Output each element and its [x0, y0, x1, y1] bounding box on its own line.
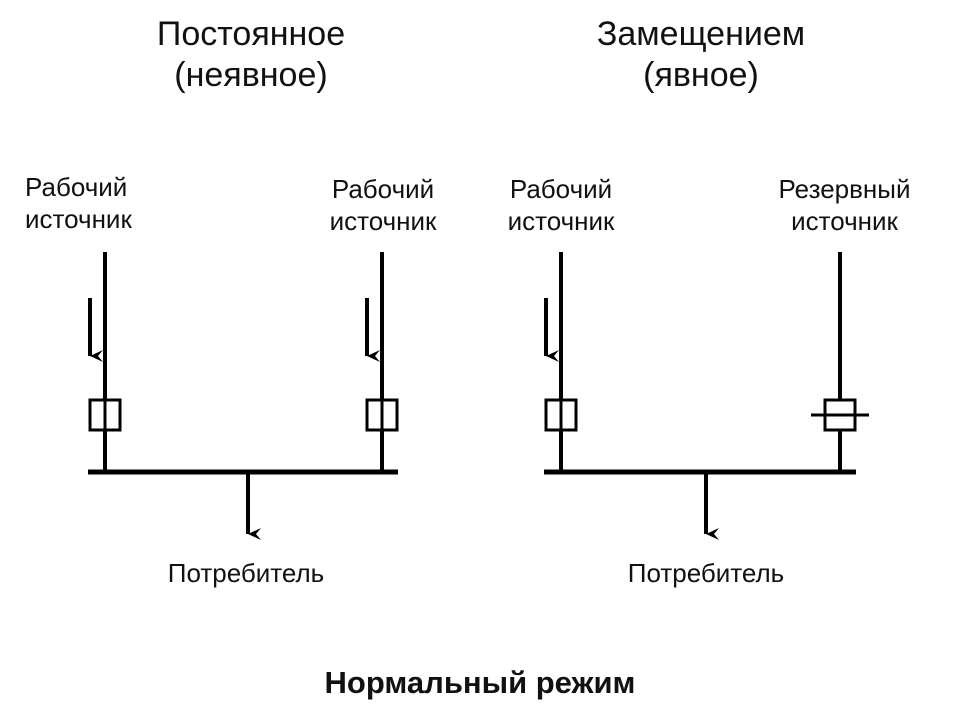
right-scheme-source-left-label: Рабочий источник: [486, 174, 636, 237]
right-scheme-title: Замещением (явное): [560, 14, 842, 97]
right-source-left-line2: источник: [507, 205, 615, 236]
left-scheme-title-line2: (неявное): [174, 56, 328, 95]
left-source-left-line2: источник: [25, 203, 132, 234]
left-scheme-source-left-label: Рабочий источник: [25, 172, 175, 235]
left-scheme-source-right-label: Рабочий источник: [308, 174, 458, 237]
right-scheme-consumer-label: Потребитель: [627, 558, 785, 588]
left-scheme-title: Постоянное (неявное): [120, 14, 382, 97]
right-scheme-source-right-label: Резервный источник: [757, 174, 932, 237]
right-source-right-line2: источник: [791, 205, 898, 236]
left-source-right-line2: источник: [329, 205, 437, 236]
left-scheme-consumer-label: Потребитель: [167, 558, 325, 588]
right-scheme-title-line2: (явное): [643, 56, 759, 95]
mode-caption: Нормальный режим: [324, 665, 636, 700]
left-source-left-line1: Рабочий: [25, 172, 128, 202]
left-source-right-line1: Рабочий: [331, 174, 435, 204]
right-scheme-circuit: [544, 252, 869, 540]
left-scheme-title-line1: Постоянное: [156, 15, 346, 53]
right-source-left-line1: Рабочий: [509, 174, 613, 204]
left-scheme-circuit: [88, 252, 399, 540]
right-scheme-title-line1: Замещением: [596, 15, 806, 53]
right-source-right-line1: Резервный: [778, 174, 911, 204]
